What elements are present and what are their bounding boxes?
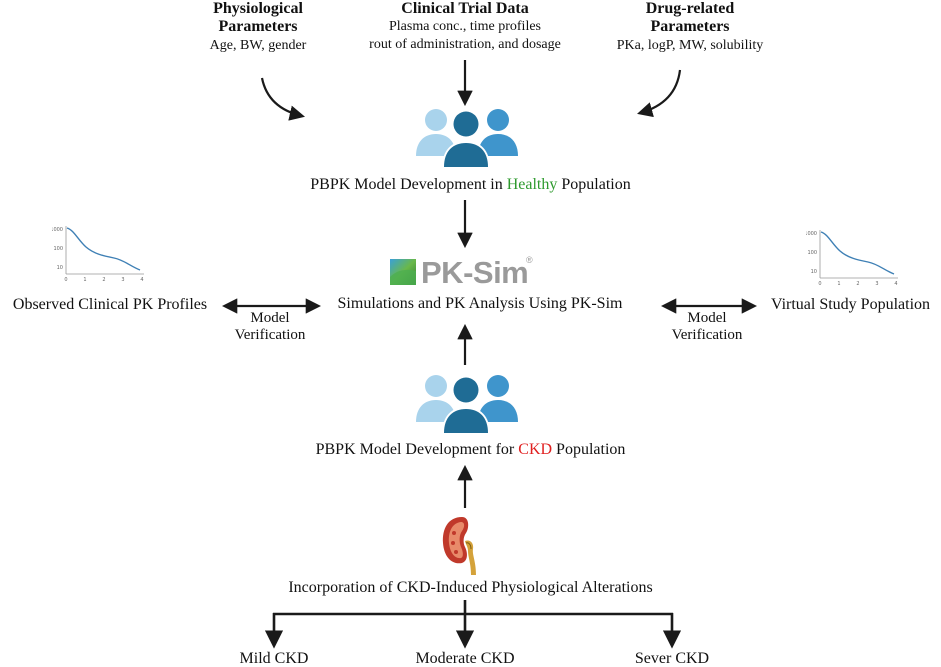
drug-title: Drug-related Parameters <box>610 0 770 37</box>
right-chart-ytick-1: 100 <box>807 250 817 256</box>
left-chart-xtick-3: 3 <box>121 277 124 283</box>
healthy-step-suffix: Population <box>557 176 631 193</box>
alterations-label: Incorporation of CKD-Induced Physiologic… <box>288 579 653 596</box>
right-chart-xtick-1: 1 <box>837 281 840 287</box>
drug-title-line1: Drug-related <box>645 0 735 17</box>
clinical-detail-line1: Plasma conc., time profiles <box>388 19 542 34</box>
arrow-physio-to-healthy <box>260 77 305 121</box>
healthy-highlight: Healthy <box>506 176 558 193</box>
pk-profile-chart-icon: 1000 100 10 0 1 2 3 4 <box>806 230 898 287</box>
left-chart-xtick-0: 0 <box>64 277 67 283</box>
stage-moderate: Moderate CKD <box>415 650 515 667</box>
arrow-drug-to-healthy <box>637 69 682 118</box>
left-chart-xtick-2: 2 <box>102 277 105 283</box>
right-chart-ytick-0: 1000 <box>806 231 817 237</box>
right-verification-line2: Verification <box>671 327 743 344</box>
physio-detail: Age, BW, gender <box>209 38 307 53</box>
physio-title-line1: Physiological <box>213 0 303 17</box>
stage-sever: Sever CKD <box>634 650 710 667</box>
people-group-icon <box>416 375 518 434</box>
pksim-registered-mark: ® <box>526 255 533 265</box>
left-chart-xtick-1: 1 <box>83 277 86 283</box>
right-chart-ytick-2: 10 <box>811 269 817 275</box>
right-chart-xtick-3: 3 <box>875 281 878 287</box>
clinical-detail-line2: rout of administration, and dosage <box>369 37 561 52</box>
left-chart-xtick-4: 4 <box>140 277 143 283</box>
healthy-step-prefix: PBPK Model Development in <box>310 176 507 193</box>
right-verification-label: Model Verification <box>652 310 762 345</box>
pksim-caption: Simulations and PK Analysis Using PK-Sim <box>337 295 623 312</box>
left-verification-line1: Model <box>250 310 290 326</box>
ckd-highlight: CKD <box>518 441 553 458</box>
kidney-icon <box>442 517 476 575</box>
pksim-logo-graphic <box>390 259 416 285</box>
pksim-logo-text: PK-Sim <box>421 255 529 290</box>
pksim-logo: PK-Sim ® <box>388 253 536 293</box>
physio-title: Physiological Parameters <box>178 0 338 37</box>
right-chart-xtick-2: 2 <box>856 281 859 287</box>
left-verification-label: Model Verification <box>215 310 325 345</box>
drug-detail: PKa, logP, MW, solubility <box>616 38 764 53</box>
left-chart-ytick-1: 100 <box>53 246 63 252</box>
left-chart-ytick-0: 1000 <box>52 227 63 233</box>
left-chart-ytick-2: 10 <box>57 265 63 271</box>
drug-title-line2: Parameters <box>650 18 730 36</box>
healthy-step-label: PBPK Model Development in Healthy Popula… <box>250 176 691 194</box>
ckd-step-suffix: Population <box>552 441 626 458</box>
pk-profile-chart-icon: 1000 100 10 0 1 2 3 4 <box>52 226 144 283</box>
physio-title-line2: Parameters <box>218 18 298 36</box>
right-chart-xtick-0: 0 <box>818 281 821 287</box>
stage-mild: Mild CKD <box>239 650 309 667</box>
left-verification-line2: Verification <box>234 327 306 344</box>
right-verification-line1: Model <box>687 310 727 326</box>
virtual-population-label: Virtual Study Population <box>770 296 931 313</box>
ckd-step-label: PBPK Model Development for CKD Populatio… <box>250 441 691 459</box>
ckd-step-prefix: PBPK Model Development for <box>315 441 519 458</box>
observed-profiles-label: Observed Clinical PK Profiles <box>12 296 208 313</box>
right-chart-xtick-4: 4 <box>894 281 897 287</box>
people-group-icon <box>416 109 518 168</box>
clinical-title: Clinical Trial Data <box>401 0 529 17</box>
